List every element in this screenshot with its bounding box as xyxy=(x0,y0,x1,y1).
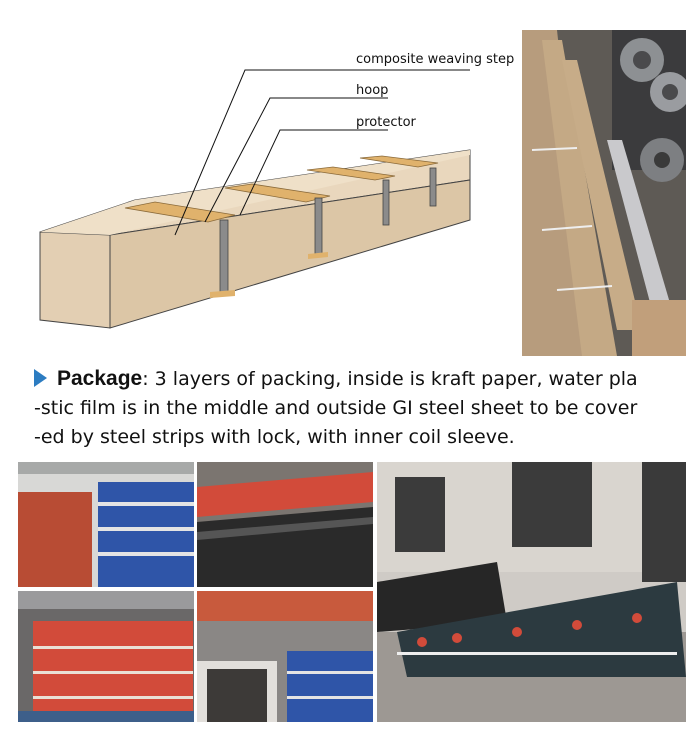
hoop-1 xyxy=(219,219,229,293)
protector-2 xyxy=(224,183,331,203)
hoop-3 xyxy=(382,179,390,226)
label-protector: protector xyxy=(356,115,416,130)
box-front-left xyxy=(39,231,111,329)
protector-bottom-1 xyxy=(210,290,235,298)
photo-red-and-black-bundles xyxy=(197,462,373,587)
photo-wrapped-bundles xyxy=(522,30,686,356)
leader-hoop xyxy=(204,97,388,223)
photo-red-bundles-stacked xyxy=(18,591,194,722)
description-line-1: Package: 3 layers of packing, inside is … xyxy=(34,364,684,394)
arrow-bullet-icon xyxy=(34,369,47,387)
package-description: Package: 3 layers of packing, inside is … xyxy=(34,364,684,452)
hoop-4 xyxy=(429,167,437,207)
description-line-3: -ed by steel strips with lock, with inne… xyxy=(34,426,515,448)
protector-3 xyxy=(306,166,396,181)
package-diagram xyxy=(39,69,471,329)
photo-warehouse-black-bundles xyxy=(377,462,686,722)
photo-loading-container xyxy=(197,591,373,722)
description-line-2: -stic film is in the middle and outside … xyxy=(34,397,638,419)
photo-container-blue-bundles xyxy=(18,462,194,587)
protector-bottom-2 xyxy=(308,252,328,259)
description-heading: Package xyxy=(57,367,143,390)
label-composite-weaving-step: composite weaving step xyxy=(356,52,515,67)
leader-composite xyxy=(174,69,470,236)
protector-4 xyxy=(359,155,439,168)
label-hoop: hoop xyxy=(356,83,389,98)
hoop-2 xyxy=(314,197,323,255)
leader-protector xyxy=(239,129,388,216)
box-front xyxy=(109,179,471,329)
